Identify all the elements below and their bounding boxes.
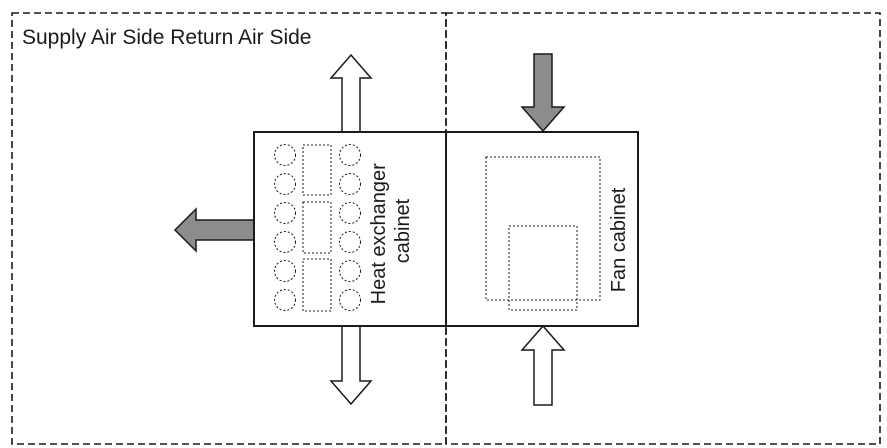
heat-exchanger-plates: [302, 144, 332, 312]
coil-circle: [274, 202, 296, 224]
coil-circle: [274, 289, 296, 311]
supply-up-arrow: [329, 53, 373, 133]
heat-exchanger-coils: [274, 144, 361, 311]
coil-circle: [339, 231, 361, 253]
plate-middle: [302, 201, 332, 254]
supply-left-arrow: [173, 207, 255, 253]
return-down-arrow: [520, 53, 566, 133]
zone-title: Supply Air Side Return Air Side: [22, 26, 312, 49]
heat-exchanger-label-line1: Heat exchanger: [368, 163, 390, 305]
coil-circle: [274, 260, 296, 282]
fan-cabinet-label: Fan cabinet: [608, 187, 630, 292]
coil-circle: [339, 289, 361, 311]
coil-circle: [274, 231, 296, 253]
fan-motor: [508, 225, 578, 311]
coil-circle: [274, 173, 296, 195]
coil-circle: [274, 144, 296, 166]
heat-exchanger-label: Heat exchanger cabinet: [368, 158, 414, 305]
return-air-zone: [445, 12, 881, 445]
heat-exchanger-label-line2: cabinet: [392, 198, 414, 263]
coil-circle: [339, 202, 361, 224]
coil-circle: [339, 144, 361, 166]
plate-top: [302, 144, 332, 196]
return-up-arrow: [520, 324, 566, 406]
coil-circle: [339, 173, 361, 195]
supply-down-arrow: [329, 325, 373, 406]
plate-bottom: [302, 258, 332, 312]
fan-housing: [485, 156, 601, 301]
coil-circle: [339, 260, 361, 282]
